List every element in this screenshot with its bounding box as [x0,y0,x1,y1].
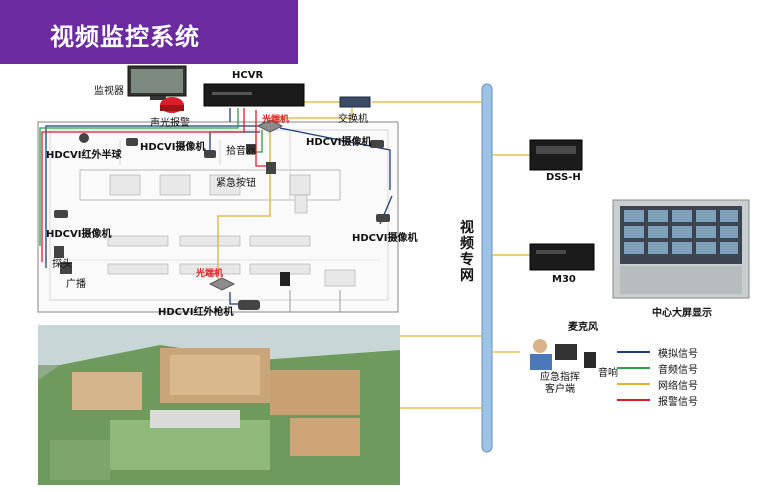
alarm-device [160,97,184,113]
alarm-label: 声光报警 [150,118,190,129]
camera2-label: HDCVI摄像机 [306,137,372,148]
switch-label: 交换机 [338,114,368,125]
switch-device [339,96,371,108]
legend-analog: 模拟信号 [658,349,698,360]
hcvr-label: HCVR [232,70,264,81]
panic-button-label: 紧急按钮 [216,178,256,189]
camera4-label: HDCVI摄像机 [352,233,418,244]
legend-network: 网络信号 [658,381,698,392]
campus-aerial-photo [38,325,400,485]
ir-bullet-label: HDCVI红外枪机 [158,307,234,318]
legend-alarm: 报警信号 [658,397,698,408]
legend-lines [617,351,650,401]
title-banner: 视频监控系统 [0,0,298,64]
camera1-label: HDCVI摄像机 [140,142,206,153]
command-client [530,339,596,370]
m30-device [529,243,595,271]
fiber-transceiver-top [256,119,284,133]
pickup-label: 拾音器 [226,146,256,157]
video-wall-label: 中心大屏显示 [652,308,712,319]
fiber-mid-label: 光端机 [196,269,224,279]
m30-label: M30 [552,274,576,285]
fiber-transceiver-mid [208,277,236,291]
dss-label: DSS-H [546,172,581,183]
probe-label: 探头 [52,259,72,270]
client-label: 应急指挥 客户端 [540,372,580,395]
fiber-top-label: 光端机 [262,115,290,125]
camera3-label: HDCVI摄像机 [46,229,112,240]
camera-icons [54,133,390,310]
video-wall-photo [612,199,750,299]
audio-label: 音响 [598,368,618,379]
speaker-label: 广播 [66,279,86,290]
microphone-label: 麦克风 [568,322,598,333]
dss-device [529,139,583,171]
video-network-label: 视频专网 [460,220,474,284]
video-network-bus [481,83,493,453]
legend-audio: 音频信号 [658,365,698,376]
page-title: 视频监控系统 [50,23,200,51]
hcvr-device [203,83,305,107]
monitor-label: 监视器 [94,86,124,97]
monitor-device [127,65,187,100]
ir-dome-label: HDCVI红外半球 [46,150,122,161]
signal-lines [39,101,530,409]
